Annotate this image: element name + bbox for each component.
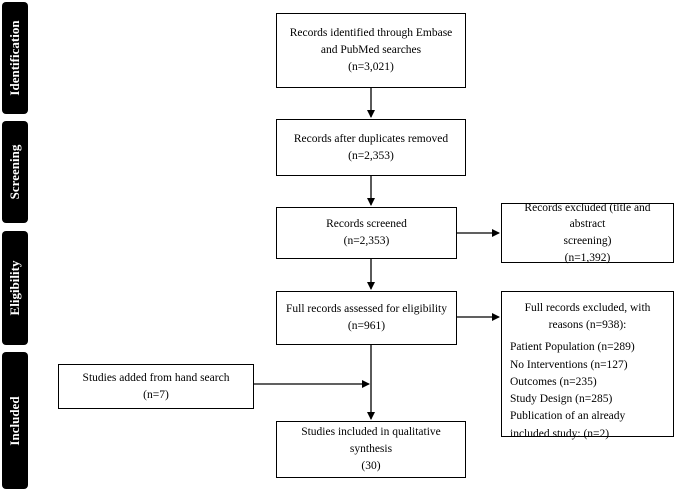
records-identified-count: (n=3,021) [348, 60, 394, 73]
phase-label-identification: Identification [2, 2, 28, 114]
studies-included-count: (30) [361, 459, 381, 472]
hand-search-line1: Studies added from hand search [82, 371, 230, 384]
exclusion-reason: Study Design (n=285) [510, 393, 613, 406]
box-records-screened: Records screened (n=2,353) [276, 207, 457, 259]
box-studies-included: Studies included in qualitative synthesi… [276, 421, 466, 478]
box-hand-search: Studies added from hand search (n=7) [58, 364, 254, 409]
records-screened-line1: Records screened [326, 218, 407, 231]
phase-label-eligibility: Eligibility [2, 231, 28, 345]
hand-search-count: (n=7) [143, 388, 169, 401]
duplicates-removed-count: (n=2,353) [348, 149, 394, 162]
full-assessed-count: (n=961) [347, 320, 386, 332]
box-full-records-assessed: Full records assessed for eligibility (n… [276, 291, 457, 345]
records-excluded-line2: screening) [563, 235, 612, 247]
box-duplicates-removed: Records after duplicates removed (n=2,35… [276, 119, 466, 176]
full-excluded-heading: Full records excluded, with reasons (n=9… [525, 300, 651, 333]
exclusion-reason: Patient Population (n=289) [510, 341, 635, 354]
box-records-excluded-screening: Records excluded (title and abstract scr… [501, 201, 674, 264]
full-assessed-line1: Full records assessed for eligibility [286, 303, 447, 316]
phase-label-included: Included [2, 352, 28, 489]
box-full-records-excluded: Full records excluded, with reasons (n=9… [501, 291, 674, 440]
exclusion-reason: included study: (n=2) [510, 427, 610, 440]
exclusion-reason: No Interventions (n=127) [510, 358, 628, 371]
records-excluded-line1: Records excluded (title and abstract [524, 201, 651, 231]
records-identified-line2: and PubMed searches [320, 44, 422, 57]
phase-label-screening: Screening [2, 121, 28, 223]
box-records-identified: Records identified through Embase and Pu… [276, 13, 466, 88]
exclusion-reason: Outcomes (n=235) [510, 375, 597, 388]
records-identified-line1: Records identified through Embase [289, 27, 453, 40]
studies-included-line1: Studies included in qualitative [301, 426, 441, 439]
studies-included-line2: synthesis [349, 443, 393, 456]
exclusion-reason: Publication of an already [510, 410, 626, 423]
duplicates-removed-line1: Records after duplicates removed [293, 132, 449, 145]
records-screened-count: (n=2,353) [343, 235, 390, 247]
full-excluded-head1: Full records excluded, with [524, 302, 651, 314]
full-excluded-head2: reasons (n=938): [548, 318, 627, 331]
records-excluded-count: (n=1,392) [564, 251, 611, 264]
